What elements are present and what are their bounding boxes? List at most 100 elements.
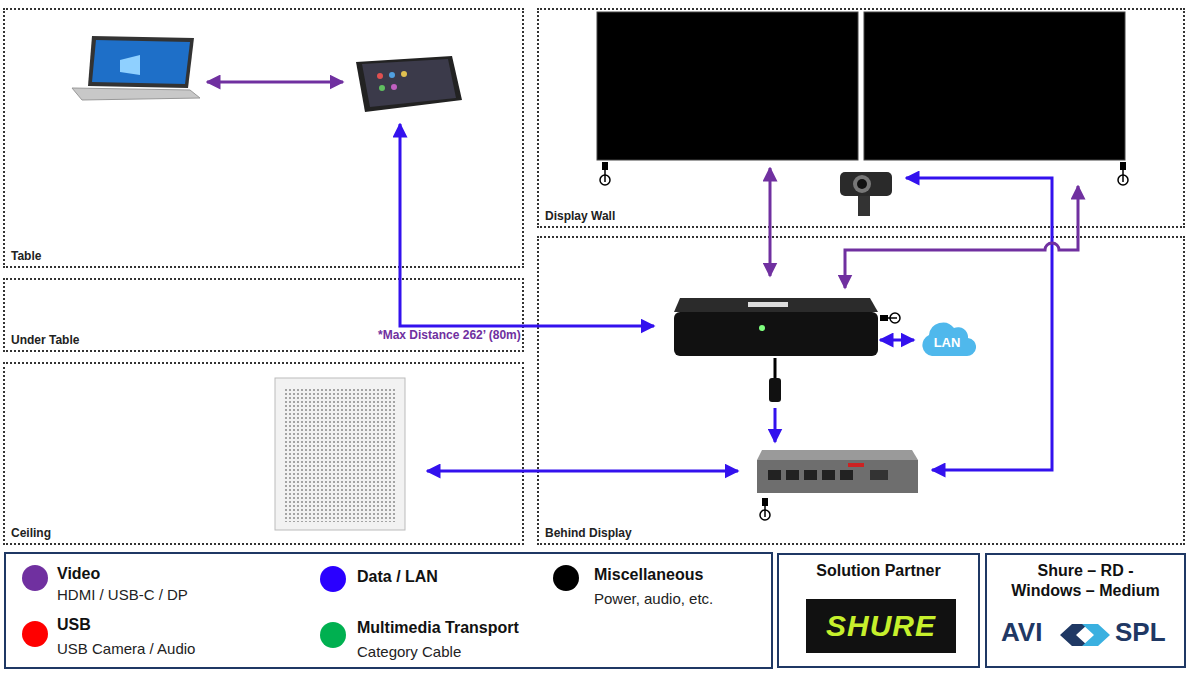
- power-plug: [600, 162, 610, 185]
- data-wire: [774, 408, 777, 442]
- node-title: Shure – RD - Windows – Medium: [1005, 561, 1166, 601]
- plug-body: [880, 315, 888, 321]
- node-title: LAN: [918, 335, 976, 350]
- plug-pin: [604, 170, 606, 182]
- laptop-logo: [120, 55, 140, 75]
- legend-label: Multimedia Transport: [357, 619, 519, 637]
- solution-box: Shure – RD - Windows – MediumAVI SPL: [985, 553, 1186, 668]
- hub-logo: [748, 302, 788, 307]
- dongle-cable: [774, 358, 777, 378]
- zone-box: Ceiling: [3, 362, 524, 545]
- node-title: Ceiling: [11, 526, 51, 540]
- logo-chevron: [1082, 624, 1110, 646]
- logo-text: SHURE: [806, 599, 956, 653]
- logo-text: AVI: [1001, 617, 1042, 648]
- camera-head: [840, 172, 892, 196]
- node-title: Solution Partner: [793, 561, 964, 581]
- data-wire: [400, 124, 654, 326]
- video-wire: [769, 168, 772, 276]
- distance-note: *Max Distance 262’ (80m): [378, 328, 521, 342]
- switch-sfp: [870, 470, 888, 480]
- plug-ring: [890, 313, 900, 323]
- plug-pin: [1122, 170, 1124, 182]
- legend-detail: Category Cable: [357, 643, 461, 660]
- panel-icon: [377, 73, 383, 79]
- mic-grille: [283, 388, 397, 522]
- switch-badge: [848, 463, 864, 467]
- node-title: Under Table: [11, 333, 79, 347]
- plug-body: [602, 162, 608, 170]
- logo-text: SPL: [1115, 617, 1166, 648]
- panel-icon: [379, 85, 385, 91]
- legend-label: Miscellaneous: [594, 566, 703, 584]
- power-plug: [1118, 162, 1128, 185]
- plug-ring: [1118, 175, 1128, 185]
- legend-label: Data / LAN: [357, 568, 438, 586]
- plug-pin: [888, 317, 897, 319]
- plug-body: [1120, 162, 1126, 170]
- panel-body: [356, 56, 462, 112]
- hub-top: [674, 298, 878, 312]
- display-screen: [597, 12, 858, 160]
- legend-detail: HDMI / USB-C / DP: [57, 586, 188, 603]
- laptop-screen: [92, 40, 190, 84]
- legend-detail: USB Camera / Audio: [57, 640, 195, 657]
- partner-box: Solution PartnerSHURE: [777, 553, 980, 668]
- camera-lens: [853, 175, 871, 193]
- plug-ring: [760, 510, 770, 520]
- legend-swatch: [553, 565, 579, 591]
- panel-icon: [389, 72, 395, 78]
- video-wire: [845, 186, 1078, 288]
- zone-box: Behind Display LAN: [537, 236, 1185, 545]
- hub-led: [759, 325, 765, 331]
- legend-frame: [5, 553, 772, 668]
- legend-label: Video: [57, 565, 100, 583]
- switch-top: [757, 450, 918, 460]
- switch-port: [768, 470, 781, 480]
- node-title: Display Wall: [545, 209, 615, 223]
- legend-swatch: [320, 622, 346, 648]
- node-title: Behind Display: [545, 526, 632, 540]
- data-wire: [427, 470, 738, 473]
- switch-port: [840, 470, 853, 480]
- logo-chevron: [1060, 624, 1088, 646]
- legend-swatch: [22, 621, 48, 647]
- switch-port: [786, 470, 799, 480]
- switch-port: [822, 470, 835, 480]
- power-plug: [760, 498, 770, 520]
- plug-ring: [600, 175, 610, 185]
- ceiling-microphone: [275, 378, 405, 530]
- data-wire: [880, 339, 914, 342]
- mic-frame: [275, 378, 405, 530]
- panel-icon: [401, 71, 407, 77]
- legend-swatch: [22, 565, 48, 591]
- camera: [840, 172, 892, 216]
- network-switch: [757, 450, 918, 493]
- lan-cloud: LAN: [918, 316, 976, 360]
- plug-body: [762, 498, 768, 506]
- laptop-bezel: [88, 36, 194, 88]
- dongle-body: [769, 378, 781, 402]
- plug-pin: [764, 506, 766, 517]
- laptop-base: [72, 88, 200, 100]
- laptop: [72, 36, 200, 100]
- switch-front: [757, 460, 918, 493]
- touch-panel: [356, 56, 462, 112]
- hub-front: [674, 312, 878, 356]
- audio-hub: [674, 298, 878, 356]
- panel-icon: [391, 84, 397, 90]
- zone-box: Table: [3, 8, 524, 268]
- data-wire: [906, 178, 1052, 470]
- power-plug: [880, 313, 900, 323]
- switch-port: [804, 470, 817, 480]
- display-screen: [864, 12, 1125, 160]
- zone-box: Display Wall: [537, 8, 1185, 228]
- camera-lens-core: [857, 179, 867, 189]
- legend-detail: Power, audio, etc.: [594, 590, 713, 607]
- camera-stand: [858, 196, 870, 216]
- legend-swatch: [320, 566, 346, 592]
- legend-label: USB: [57, 616, 91, 634]
- video-wire: [207, 81, 343, 84]
- panel-screen: [362, 59, 456, 107]
